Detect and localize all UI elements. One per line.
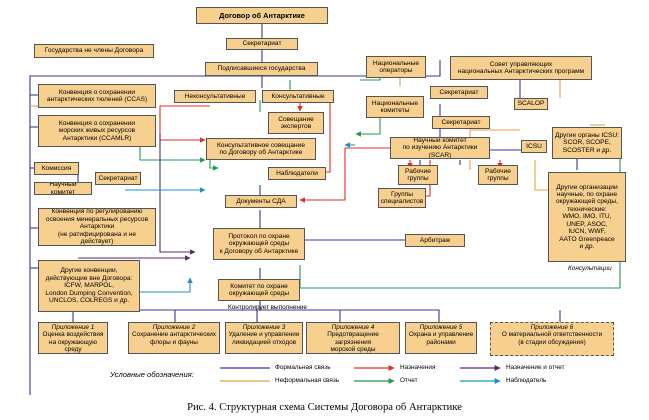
ccas-box: Конвенция о сохранении антарктических тю… xyxy=(38,84,156,108)
ccamlr-box: Конвенция о сохранении морских живых рес… xyxy=(38,115,156,147)
scalop-box: SCALOP xyxy=(514,98,548,110)
non-members-box: Государства не члены Договора xyxy=(34,44,154,58)
secretariat-scar-box: Секретариат xyxy=(432,116,490,129)
legend-formal: Формальная связь xyxy=(275,364,331,371)
secretariat-box: Секретариат xyxy=(226,38,298,50)
expert-meeting-box: Совещание экспертов xyxy=(268,112,324,134)
cep-box: Комитет по охране окружающей среды xyxy=(218,279,300,301)
expert-groups-box: Группы специалистов xyxy=(378,188,426,208)
commission-box: Комиссия xyxy=(34,162,79,175)
annex-2: Приложение 2 Сохранение антарктических ф… xyxy=(128,322,220,354)
working-groups-2-box: Рабочие группы xyxy=(478,165,518,185)
annex-3-text: Удаление и управление ликвидацией отходо… xyxy=(228,331,300,346)
scar-box: Научный комитет по изучению Антарктики (… xyxy=(390,137,490,159)
annex-5-title: Приложение 5 xyxy=(419,324,463,331)
arbitration-box: Арбитраж xyxy=(405,234,465,247)
annex-2-text: Сохранение антарктических флоры и фауны xyxy=(132,331,216,346)
annex-1-text: Оценка воздействия на окружающую среду xyxy=(42,331,104,354)
figure-caption: Рис. 4. Структурная схема Системы Догово… xyxy=(187,402,462,413)
controls-label: Контролирует выполнение xyxy=(228,304,307,311)
annex-6: Приложение 6 О материальной ответственно… xyxy=(490,322,614,356)
mineral-conv-box: Конвенция по регулированию освоения мине… xyxy=(38,208,156,246)
annex-4: Приложение 4 Предотвращение загрязнения … xyxy=(306,322,400,354)
annex-3: Приложение 3 Удаление и управление ликви… xyxy=(225,322,303,354)
annex-1: Приложение 1 Оценка воздействия на окруж… xyxy=(38,322,108,354)
annex-5-text: Охрана и управление районами xyxy=(408,331,474,346)
annex-4-text: Предотвращение загрязнения морской среды xyxy=(327,331,379,354)
consultative-box: Консультативные xyxy=(262,90,334,103)
annex-2-title: Приложение 2 xyxy=(152,324,196,331)
treaty-box: Договор об Антарктике xyxy=(196,7,328,24)
annex-1-title: Приложение 1 xyxy=(51,324,95,331)
legend-observer: Наблюдатель xyxy=(506,377,547,384)
atcm-box: Консультативное совещание по Договору об… xyxy=(206,138,316,160)
annex-6-text: О материальной ответственности (в стадии… xyxy=(501,331,603,346)
other-conv-box: Другие конвенции, действующие вне Догово… xyxy=(38,260,140,312)
non-consultative-box: Неконсультативные xyxy=(174,90,256,103)
legend-title: Условные обозначения: xyxy=(110,370,194,379)
legend-report: Отчет xyxy=(400,377,418,384)
secretariat-comnap-box: Секретариат xyxy=(430,86,488,99)
secretariat-left-box: Секретариат xyxy=(95,172,141,185)
comnap-box: Совет управляющих национальных Антарктич… xyxy=(450,56,592,80)
annex-4-title: Приложение 4 xyxy=(331,324,375,331)
protocol-box: Протокол по охране окружающей среды к До… xyxy=(213,228,305,260)
observers-box: Наблюдатели xyxy=(268,167,326,180)
working-groups-1-box: Рабочие группы xyxy=(398,165,438,185)
other-orgs-box: Другие организации научные, по охране ок… xyxy=(548,172,626,262)
parties-box: Подписавшиеся государства xyxy=(205,62,318,76)
legend-informal: Неформальная связь xyxy=(275,377,340,384)
annex-5: Приложение 5 Охрана и управление районам… xyxy=(405,322,477,354)
national-committees-box: Национальные комитеты xyxy=(366,96,424,118)
icsu-box: ICSU xyxy=(521,140,547,153)
national-operators-box: Национальные операторы xyxy=(366,56,426,78)
annex-3-title: Приложение 3 xyxy=(242,324,286,331)
legend-appointment: Назначения xyxy=(400,364,436,371)
consultations-label: Консультации xyxy=(568,265,612,272)
annex-6-title: Приложение 6 xyxy=(530,324,574,331)
sci-committee-left-box: Научный комитет xyxy=(34,182,92,195)
other-icsu-box: Другие органы ICSU: SCOR, SCOPE, SCOSTER… xyxy=(552,127,622,159)
atcm-documents-box: Документы СДА xyxy=(225,195,297,208)
legend-appointment-report: Назначение и отчет xyxy=(506,364,565,371)
